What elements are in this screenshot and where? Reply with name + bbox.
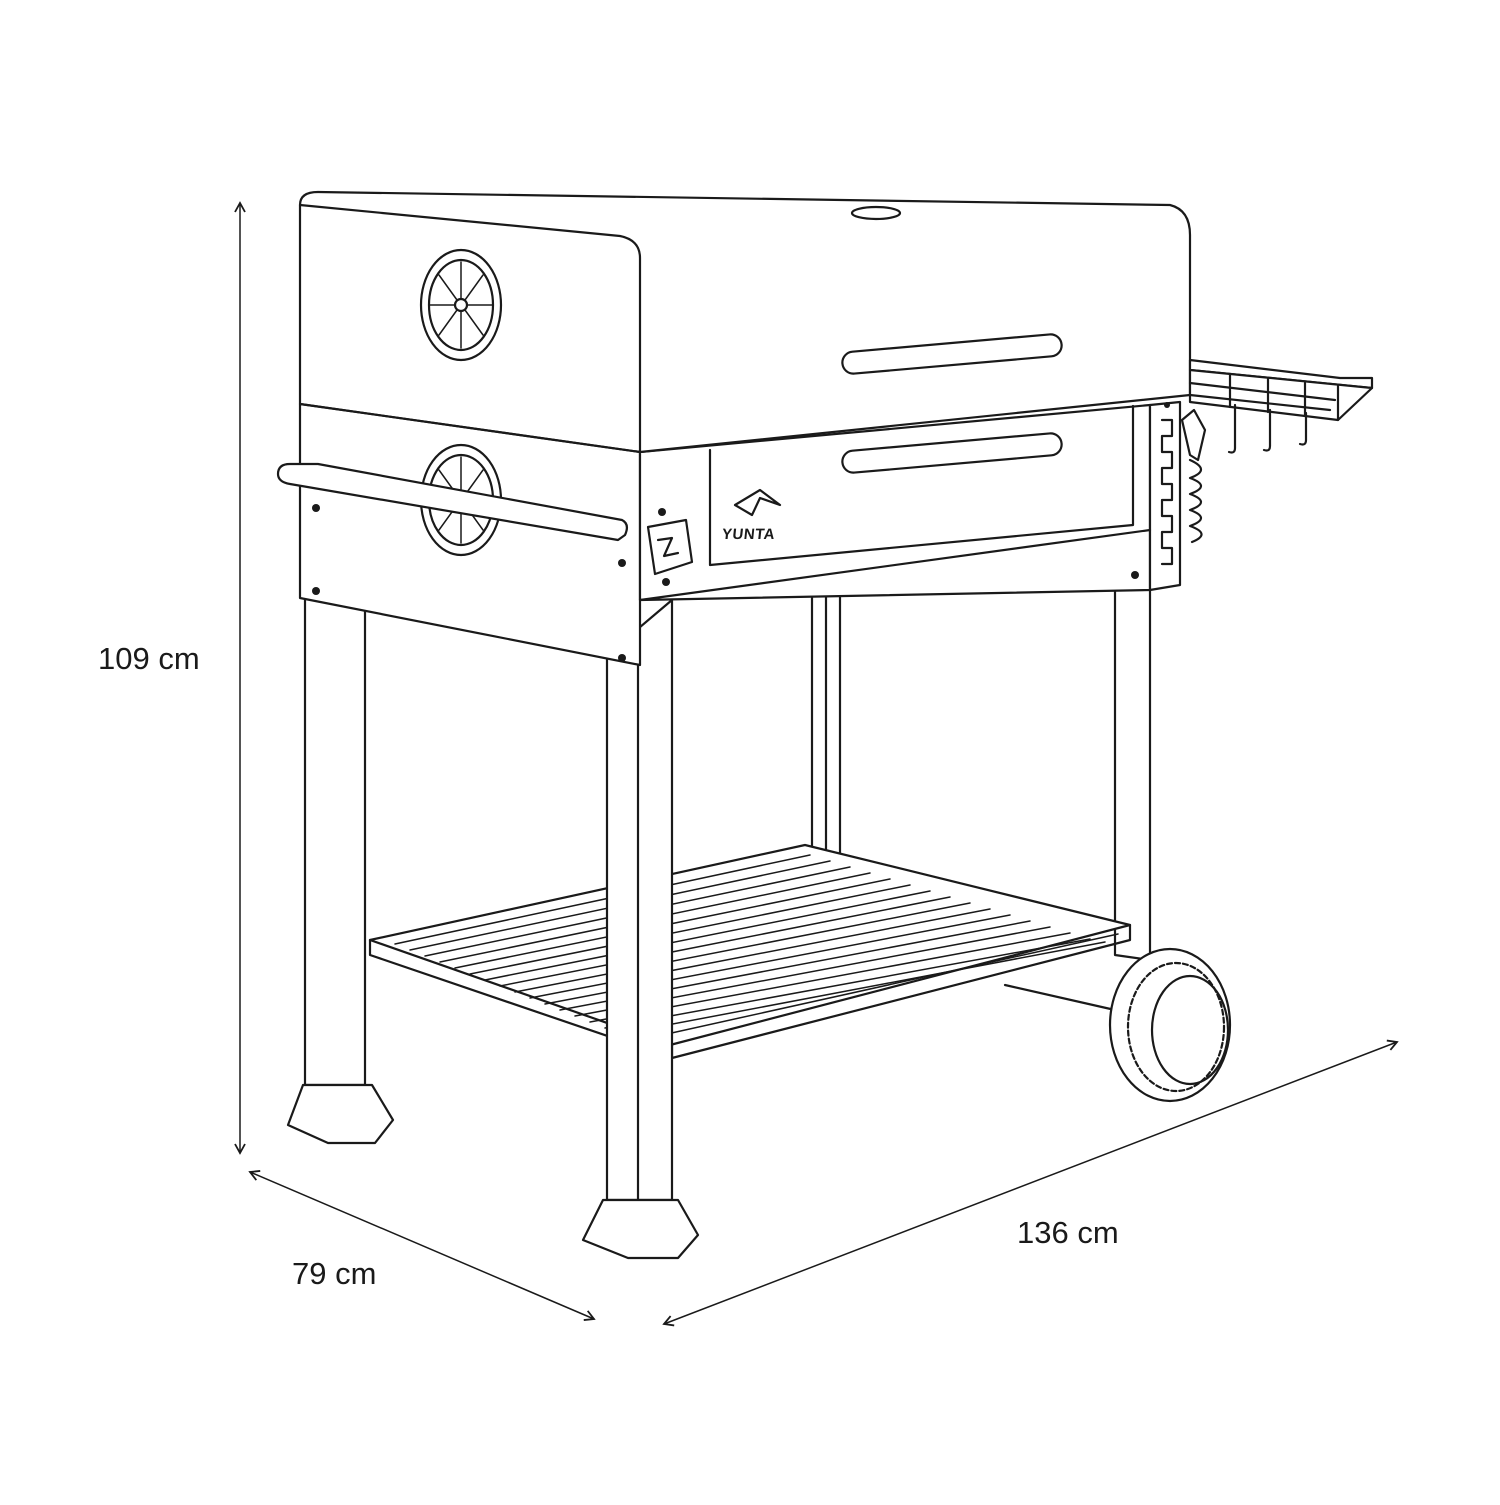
side-shelf [1188,358,1374,422]
tool-holder [1160,402,1174,566]
bottle-opener-icon [646,508,694,586]
height-label: 109 cm [98,641,200,676]
brand-logo-icon [733,488,782,517]
tool-hooks [1227,403,1308,454]
depth-label: 79 cm [292,1256,377,1291]
depth-dimension-line [248,1170,596,1321]
width-dimension-line [662,1039,1399,1327]
lid [298,190,1192,454]
brand-name: YUNTA [721,526,776,543]
upper-vent [419,248,503,362]
side-handle [276,462,629,542]
drawer-handle [841,432,1063,474]
back-legs [810,566,1152,962]
width-label: 136 cm [1017,1215,1119,1250]
back-left-leg [286,596,395,1145]
bbq-tongs-icon [1180,408,1207,544]
bottom-shelf [368,843,1132,1060]
front-leg [581,598,700,1260]
wheel [1108,947,1232,1103]
